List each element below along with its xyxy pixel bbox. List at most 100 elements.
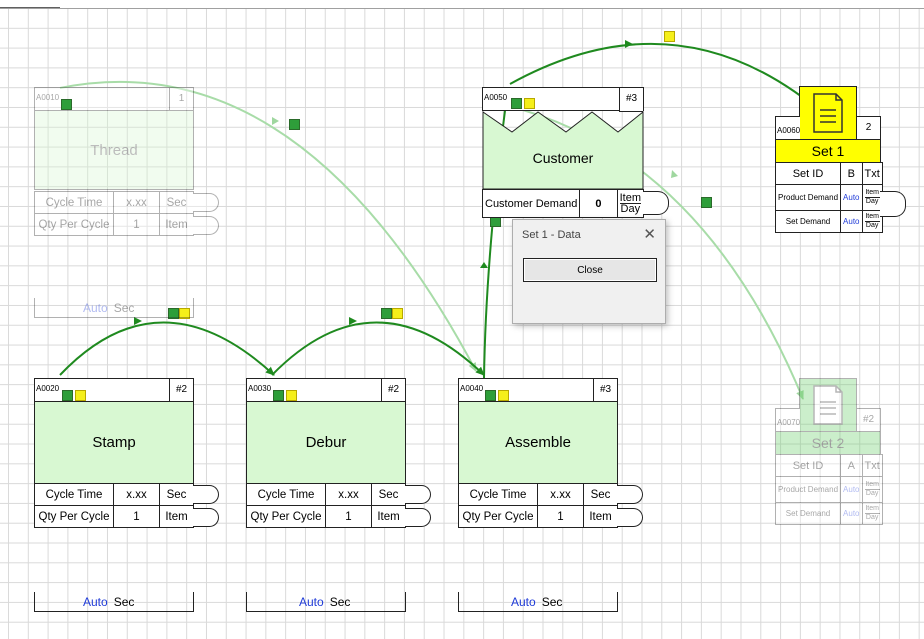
ruler-mark xyxy=(0,3,60,8)
attr-unit: Item xyxy=(371,505,406,528)
customer-header: A0050 #3 xyxy=(482,87,644,112)
row-connector[interactable] xyxy=(193,216,219,235)
wire-handle[interactable] xyxy=(179,308,190,319)
wire-handle[interactable] xyxy=(664,31,675,42)
unit-top: Item xyxy=(864,189,880,198)
output-port[interactable] xyxy=(62,390,73,401)
auto-label[interactable]: Auto xyxy=(83,594,108,609)
top-toolbar-strip xyxy=(0,0,924,9)
row-connector[interactable] xyxy=(880,191,906,217)
attr-value[interactable]: x.xx xyxy=(113,483,160,506)
set-name[interactable]: Set 2 xyxy=(775,431,881,455)
attr-label: Cycle Time xyxy=(34,483,114,506)
set-demand-value[interactable]: Auto xyxy=(840,502,863,525)
set-id-label: Set ID xyxy=(774,454,842,477)
row-connector[interactable] xyxy=(405,485,431,504)
close-button[interactable]: Close xyxy=(523,258,657,282)
row-connector[interactable] xyxy=(193,193,219,212)
unit-top: Item xyxy=(619,192,641,204)
output-port[interactable] xyxy=(61,99,72,110)
row-connector[interactable] xyxy=(617,485,643,504)
station-name[interactable]: Stamp xyxy=(34,401,194,484)
row-connector[interactable] xyxy=(193,508,219,527)
attr-unit: Item xyxy=(159,505,194,528)
attr-unit: Sec xyxy=(159,483,194,506)
output-port[interactable] xyxy=(273,390,284,401)
auto-label[interactable]: Auto xyxy=(511,594,536,609)
set-code: A0070 xyxy=(777,418,801,427)
station-name[interactable]: Debur xyxy=(246,401,406,484)
input-port[interactable] xyxy=(498,390,509,401)
input-port[interactable] xyxy=(286,390,297,401)
attr-value[interactable]: x.xx xyxy=(113,191,160,214)
row-connector[interactable] xyxy=(405,508,431,527)
close-icon[interactable]: ✕ xyxy=(643,226,656,243)
unit-bottom: Day xyxy=(865,222,879,229)
station-number: #2 xyxy=(169,379,193,403)
set2-highlight xyxy=(799,378,857,432)
output-port[interactable] xyxy=(511,98,522,109)
set1-code-box: A0060 xyxy=(775,116,800,140)
set-data-dialog[interactable]: Set 1 - Data ✕ Close xyxy=(512,219,666,324)
attr-label: Qty Per Cycle xyxy=(246,505,326,528)
customer-name: Customer xyxy=(532,150,594,166)
wire-handle[interactable] xyxy=(168,308,179,319)
input-port[interactable] xyxy=(524,98,535,109)
set-id-value[interactable]: A xyxy=(840,454,863,477)
station-footer: Auto Sec xyxy=(246,592,406,612)
wire-handle[interactable] xyxy=(289,119,300,130)
row-connector[interactable] xyxy=(617,508,643,527)
unit-bottom: Day xyxy=(620,203,641,215)
attr-label: Cycle Time xyxy=(34,191,114,214)
input-port[interactable] xyxy=(75,390,86,401)
attr-unit: Sec xyxy=(583,483,618,506)
station-code: A0040 xyxy=(460,384,484,393)
attr-label: Qty Per Cycle xyxy=(34,213,114,236)
attr-label: Qty Per Cycle xyxy=(34,505,114,528)
auto-label[interactable]: Auto xyxy=(299,594,324,609)
set-id-value[interactable]: B xyxy=(840,162,863,185)
auto-label[interactable]: Auto xyxy=(83,300,108,315)
product-demand-label: Product Demand xyxy=(774,476,842,503)
product-demand-label: Product Demand xyxy=(774,184,842,211)
document-icon xyxy=(813,385,843,425)
set-number: 2 xyxy=(856,116,881,140)
attr-value[interactable]: 1 xyxy=(325,505,372,528)
attr-value[interactable]: x.xx xyxy=(325,483,372,506)
wire-handle[interactable] xyxy=(381,308,392,319)
set-number: #2 xyxy=(856,408,881,432)
attr-value[interactable]: 1 xyxy=(113,213,160,236)
unit-top: Item xyxy=(864,481,880,490)
row-connector[interactable] xyxy=(643,191,669,215)
attr-unit: Sec xyxy=(371,483,406,506)
station-name[interactable]: Assemble xyxy=(458,401,618,484)
unit-label: Sec xyxy=(541,594,563,609)
set-txt: Txt xyxy=(861,162,883,185)
demand-value[interactable]: 0 xyxy=(579,189,618,218)
row-connector[interactable] xyxy=(193,485,219,504)
product-demand-value[interactable]: Auto xyxy=(840,476,863,503)
attr-value[interactable]: x.xx xyxy=(537,483,584,506)
set-demand-label: Set Demand xyxy=(774,210,842,233)
station-number: #3 xyxy=(593,379,617,403)
station-footer: Auto Sec xyxy=(34,298,194,318)
set-demand-value[interactable]: Auto xyxy=(840,210,863,233)
attr-value[interactable]: 1 xyxy=(113,505,160,528)
set-name[interactable]: Set 1 xyxy=(775,139,881,163)
station-name[interactable]: Thread xyxy=(34,110,194,190)
attr-value[interactable]: 1 xyxy=(537,505,584,528)
output-port[interactable] xyxy=(485,390,496,401)
unit-bottom: Day xyxy=(865,514,879,521)
product-demand-value[interactable]: Auto xyxy=(840,184,863,211)
station-footer: Auto Sec xyxy=(458,592,618,612)
wire-handle[interactable] xyxy=(392,308,403,319)
wire-handle[interactable] xyxy=(701,197,712,208)
